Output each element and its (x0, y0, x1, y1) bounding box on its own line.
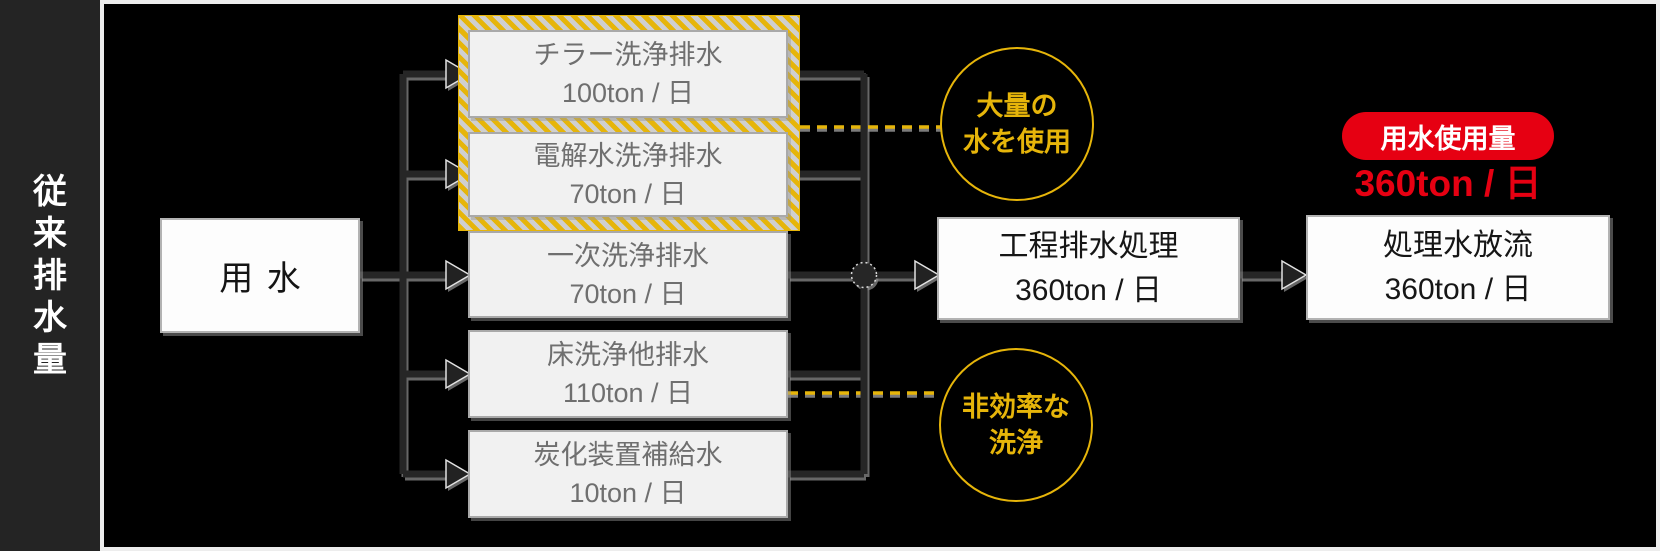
usage-value: 360ton / 日 (1354, 163, 1542, 204)
sidebar-caption-char: 量 (33, 340, 67, 379)
water-source-label: 用水 (219, 260, 315, 298)
sidebar-caption-char: 水 (33, 298, 67, 337)
drain-box-name: 炭化装置補給水 (533, 440, 723, 470)
process-treatment-box: 工程排水処理 360ton / 日 (937, 217, 1240, 320)
callout-circle-water-volume: 大量の 水を使用 (940, 47, 1094, 201)
drain-box-electrolyzed: 電解水洗浄排水 70ton / 日 (468, 132, 788, 217)
sidebar-caption-char: 排 (33, 256, 67, 295)
usage-badge-label: 用水使用量 (1380, 123, 1516, 154)
discharge-box: 処理水放流 360ton / 日 (1306, 215, 1610, 320)
callout-line: 非効率な (962, 392, 1070, 422)
drain-box-name: 電解水洗浄排水 (533, 140, 723, 171)
sidebar-caption-char: 従 (33, 172, 67, 211)
callout-line: 大量の (976, 91, 1058, 121)
drain-box-name: 一次洗浄排水 (547, 240, 709, 271)
drain-box-name: チラー洗浄排水 (533, 40, 723, 70)
drain-box-amount: 100ton / 日 (561, 78, 695, 108)
process-treatment-name: 工程排水処理 (998, 229, 1179, 263)
arrow-head (914, 259, 941, 291)
drain-box-carbonizer: 炭化装置補給水 10ton / 日 (468, 430, 788, 518)
arrow-head (445, 458, 472, 490)
drain-box-primary: 一次洗浄排水 70ton / 日 (468, 231, 788, 318)
discharge-amount: 360ton / 日 (1384, 272, 1532, 306)
distribution-lines (360, 70, 448, 478)
callout-line: 洗浄 (989, 428, 1043, 458)
arrow-head (1281, 259, 1308, 291)
drain-box-floor: 床洗浄他排水 110ton / 日 (468, 330, 788, 418)
drain-box-amount: 110ton / 日 (562, 378, 694, 408)
drain-box-chiller: チラー洗浄排水 100ton / 日 (468, 30, 788, 118)
junction-dot (850, 261, 878, 289)
discharge-name: 処理水放流 (1383, 228, 1533, 262)
drain-box-amount: 10ton / 日 (569, 478, 687, 508)
drain-box-amount: 70ton / 日 (569, 178, 687, 209)
collection-lines (788, 70, 915, 478)
process-treatment-amount: 360ton / 日 (1015, 273, 1162, 307)
usage-badge: 用水使用量 (1342, 112, 1554, 160)
arrow-head (445, 259, 472, 291)
drain-box-name: 床洗浄他排水 (547, 340, 709, 370)
sidebar-caption: 従 来 排 水 量 (0, 0, 100, 551)
drain-box-amount: 70ton / 日 (569, 278, 687, 309)
callout-line: 水を使用 (963, 127, 1071, 157)
water-source-box: 用水 (160, 218, 360, 333)
callout-circle-inefficient: 非効率な 洗浄 (939, 348, 1093, 502)
arrow-head (445, 358, 472, 390)
sidebar-caption-char: 来 (33, 214, 67, 253)
